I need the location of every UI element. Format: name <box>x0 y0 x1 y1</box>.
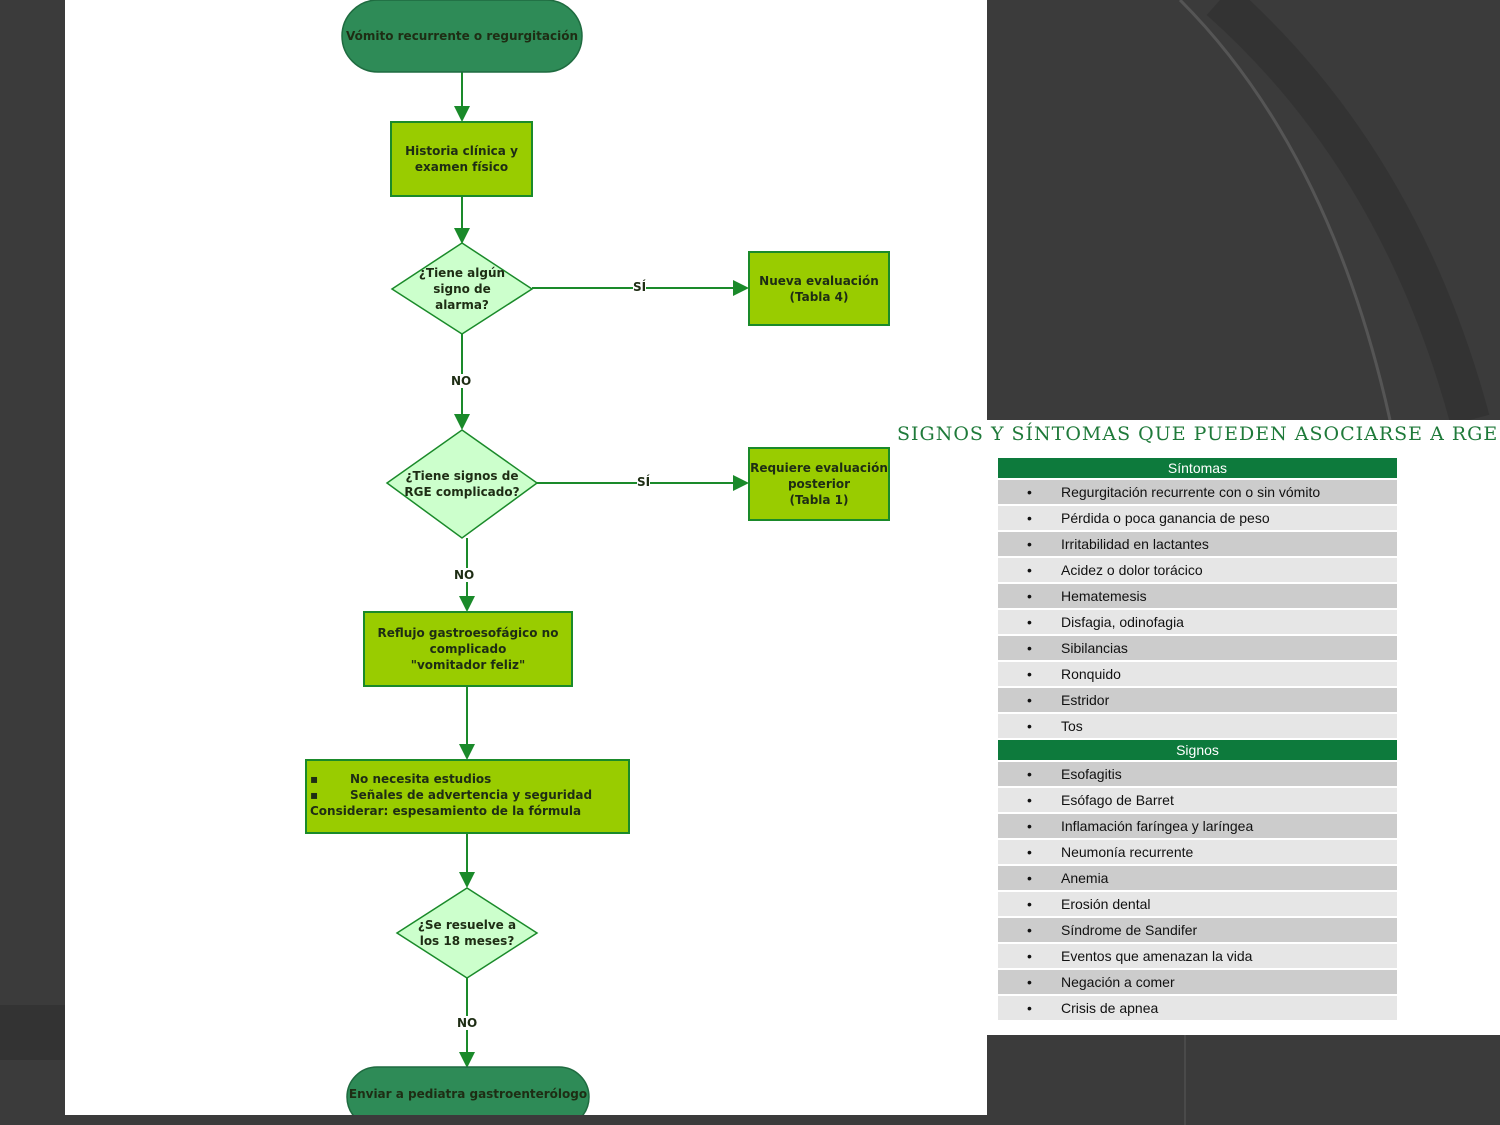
table-row: • Sibilancias <box>998 636 1397 662</box>
bullet-icon: • <box>1027 718 1032 734</box>
bullet-icon: • <box>1027 1000 1032 1016</box>
table-cell: Pérdida o poca ganancia de peso <box>1061 510 1270 526</box>
action-item: No necesita estudios <box>350 772 492 786</box>
neweval-label: Nueva evaluación (Tabla 4) <box>759 273 879 304</box>
yes-label-1: SÍ <box>633 280 647 294</box>
table-row: • Ronquido <box>998 662 1397 688</box>
bullet-icon: • <box>1027 614 1032 630</box>
bullet-icon: • <box>1027 562 1032 578</box>
bullet-icon: ▪ <box>310 788 319 802</box>
bullet-icon: • <box>1027 922 1032 938</box>
bullet-icon: • <box>1027 640 1032 656</box>
bullet-icon: • <box>1027 666 1032 682</box>
no-label-1: NO <box>451 374 472 388</box>
table-cell: Irritabilidad en lactantes <box>1061 536 1209 552</box>
resolve-diamond <box>395 887 539 979</box>
action-item: Señales de advertencia y seguridad <box>350 788 593 802</box>
bullet-icon: • <box>1027 484 1032 500</box>
bullet-icon: • <box>1027 870 1032 886</box>
bullet-icon: • <box>1027 974 1032 990</box>
start-label: Vómito recurrente o regurgitación <box>345 29 578 43</box>
table-row: • Negación a comer <box>998 970 1397 996</box>
table-row: • Regurgitación recurrente con o sin vómi… <box>998 480 1397 506</box>
symptoms-table: Síntomas • Regurgitación recurrente con o … <box>998 458 1397 1022</box>
table-row: • Anemia <box>998 866 1397 892</box>
table-cell: Esofagitis <box>1061 766 1122 782</box>
no-label-3: NO <box>457 1016 478 1030</box>
alarm-diamond <box>390 242 534 335</box>
table-title: SIGNOS Y SÍNTOMAS QUE PUEDEN ASOCIARSE A… <box>897 423 1499 445</box>
table-row: • Crisis de apnea <box>998 996 1397 1022</box>
table-cell: Anemia <box>1061 870 1109 886</box>
bullet-icon: • <box>1027 792 1032 808</box>
table-row: • Pérdida o poca ganancia de peso <box>998 506 1397 532</box>
table-cell: Crisis de apnea <box>1061 1000 1159 1016</box>
table-cell: Acidez o dolor torácico <box>1061 562 1203 578</box>
no-label-2: NO <box>454 568 475 582</box>
table-cell: Tos <box>1061 718 1083 734</box>
history-box <box>390 121 533 197</box>
table-cell: Esófago de Barret <box>1061 792 1174 808</box>
table-row: • Estridor <box>998 688 1397 714</box>
neweval-box <box>748 251 890 326</box>
table-cell: Disfagia, odinofagia <box>1061 614 1184 630</box>
uncomplicated-box <box>363 611 573 687</box>
bullet-icon: • <box>1027 536 1032 552</box>
bullet-icon: ▪ <box>310 772 319 786</box>
history-label: Historia clínica y examen físico <box>405 144 518 174</box>
actions-label: ▪ No necesita estudios ▪ Señales de advert… <box>310 771 625 819</box>
table-cell: Sibilancias <box>1061 640 1128 656</box>
complicated-diamond <box>385 429 539 539</box>
table-row: • Disfagia, odinofagia <box>998 610 1397 636</box>
table-cell: Eventos que amenazan la vida <box>1061 948 1253 964</box>
table-row: • Tos <box>998 714 1397 740</box>
table-row: • Esofagitis <box>998 762 1397 788</box>
table-cell: Inflamación faríngea y laríngea <box>1061 818 1254 834</box>
bullet-icon: • <box>1027 844 1032 860</box>
start-terminal <box>341 0 583 73</box>
table-row: • Hematemesis <box>998 584 1397 610</box>
table-row: • Inflamación faríngea y laríngea <box>998 814 1397 840</box>
table-row: • Neumonía recurrente <box>998 840 1397 866</box>
table-section-header: Síntomas <box>998 458 1397 480</box>
table-cell: Síndrome de Sandifer <box>1061 922 1198 938</box>
end-terminal <box>346 1066 590 1115</box>
flowchart-panel: Vómito recurrente o regurgitación Histor… <box>65 0 987 1115</box>
table-cell: Erosión dental <box>1061 896 1151 912</box>
action-consider: Considerar: espesamiento de la fórmula <box>310 804 582 818</box>
bullet-icon: • <box>1027 692 1032 708</box>
yes-label-2: SÍ <box>637 475 651 489</box>
complicated-decision-label: ¿Tiene signos de RGE complicado? <box>404 469 520 499</box>
table-row: • Esófago de Barret <box>998 788 1397 814</box>
table-cell: Hematemesis <box>1061 588 1147 604</box>
bullet-icon: • <box>1027 510 1032 526</box>
table-row: • Eventos que amenazan la vida <box>998 944 1397 970</box>
table-cell: Negación a comer <box>1061 974 1175 990</box>
table-section-header: Signos <box>998 740 1397 762</box>
latereval-box <box>748 447 890 521</box>
end-label: Enviar a pediatra gastroenterólogo <box>348 1087 588 1101</box>
table-row: • Erosión dental <box>998 892 1397 918</box>
table-cell: Ronquido <box>1061 666 1121 682</box>
bullet-icon: • <box>1027 766 1032 782</box>
alarm-decision-label: ¿Tiene algún signo de alarma? <box>418 265 506 312</box>
table-cell: Estridor <box>1061 692 1110 708</box>
bullet-icon: • <box>1027 896 1032 912</box>
table-cell: Neumonía recurrente <box>1061 844 1194 860</box>
table-row: • Irritabilidad en lactantes <box>998 532 1397 558</box>
uncomplicated-label: Reflujo gastroesofágico no complicado "v… <box>377 626 559 672</box>
table-cell: Regurgitación recurrente con o sin vómit… <box>1061 484 1321 500</box>
bullet-icon: • <box>1027 818 1032 834</box>
flowchart-shapes <box>305 0 890 1115</box>
actions-box <box>305 759 630 834</box>
table-row: • Acidez o dolor torácico <box>998 558 1397 584</box>
resolve-decision-label: ¿Se resuelve a los 18 meses? <box>417 918 517 948</box>
table-row: • Síndrome de Sandifer <box>998 918 1397 944</box>
bullet-icon: • <box>1027 588 1032 604</box>
latereval-label: Requiere evaluación posterior (Tabla 1) <box>750 461 888 507</box>
bullet-icon: • <box>1027 948 1032 964</box>
